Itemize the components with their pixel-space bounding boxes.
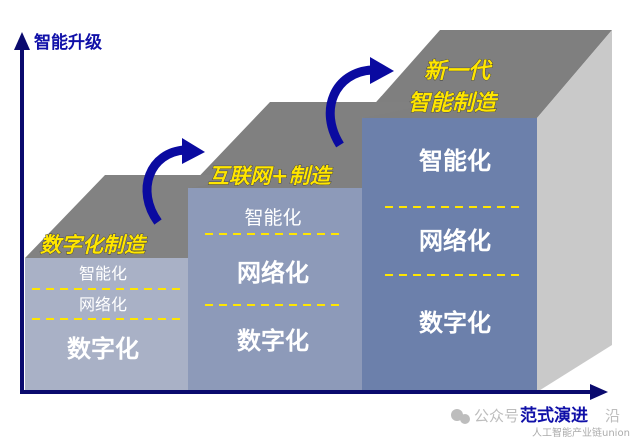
- stage3-title-line1: 新一代: [424, 58, 493, 84]
- layer-text: 网络化: [237, 259, 309, 287]
- x-axis-arrow-icon: [590, 384, 608, 400]
- layer-text: 智能化: [419, 147, 491, 175]
- layer-text: 数字化: [419, 309, 491, 337]
- stage2-top: [188, 102, 440, 188]
- watermark: 公众号 沿 人工智能产业链union: [451, 407, 630, 439]
- x-axis-label: 范式演进: [520, 405, 588, 426]
- stage3-top: [362, 30, 612, 118]
- stage3-side: [537, 30, 612, 392]
- layer-text: 网络化: [79, 295, 127, 314]
- stage1-front: [25, 258, 188, 392]
- layer-text: 智能化: [244, 207, 301, 229]
- stage1-top: [25, 175, 270, 258]
- layer-text: 数字化: [67, 335, 139, 363]
- curved-arrow-icon: [142, 138, 205, 225]
- layer-text: 数字化: [237, 327, 309, 355]
- svg-text:公众号: 公众号: [474, 407, 519, 425]
- svg-text:沿: 沿: [605, 407, 620, 425]
- stage3-title-line2: 智能制造: [408, 90, 499, 116]
- layer-text: 智能化: [79, 264, 127, 283]
- stage2-title: 互联网+制造: [208, 164, 334, 188]
- layer-text: 网络化: [419, 227, 491, 255]
- curved-arrow-icon: [325, 57, 394, 148]
- stage3-front: [362, 118, 537, 392]
- stage1-title: 数字化制造: [40, 233, 148, 257]
- y-axis-arrow-icon: [14, 32, 30, 50]
- stage2-front: [188, 188, 362, 392]
- y-axis-label: 智能升级: [34, 32, 102, 53]
- svg-text:人工智能产业链union: 人工智能产业链union: [532, 426, 630, 439]
